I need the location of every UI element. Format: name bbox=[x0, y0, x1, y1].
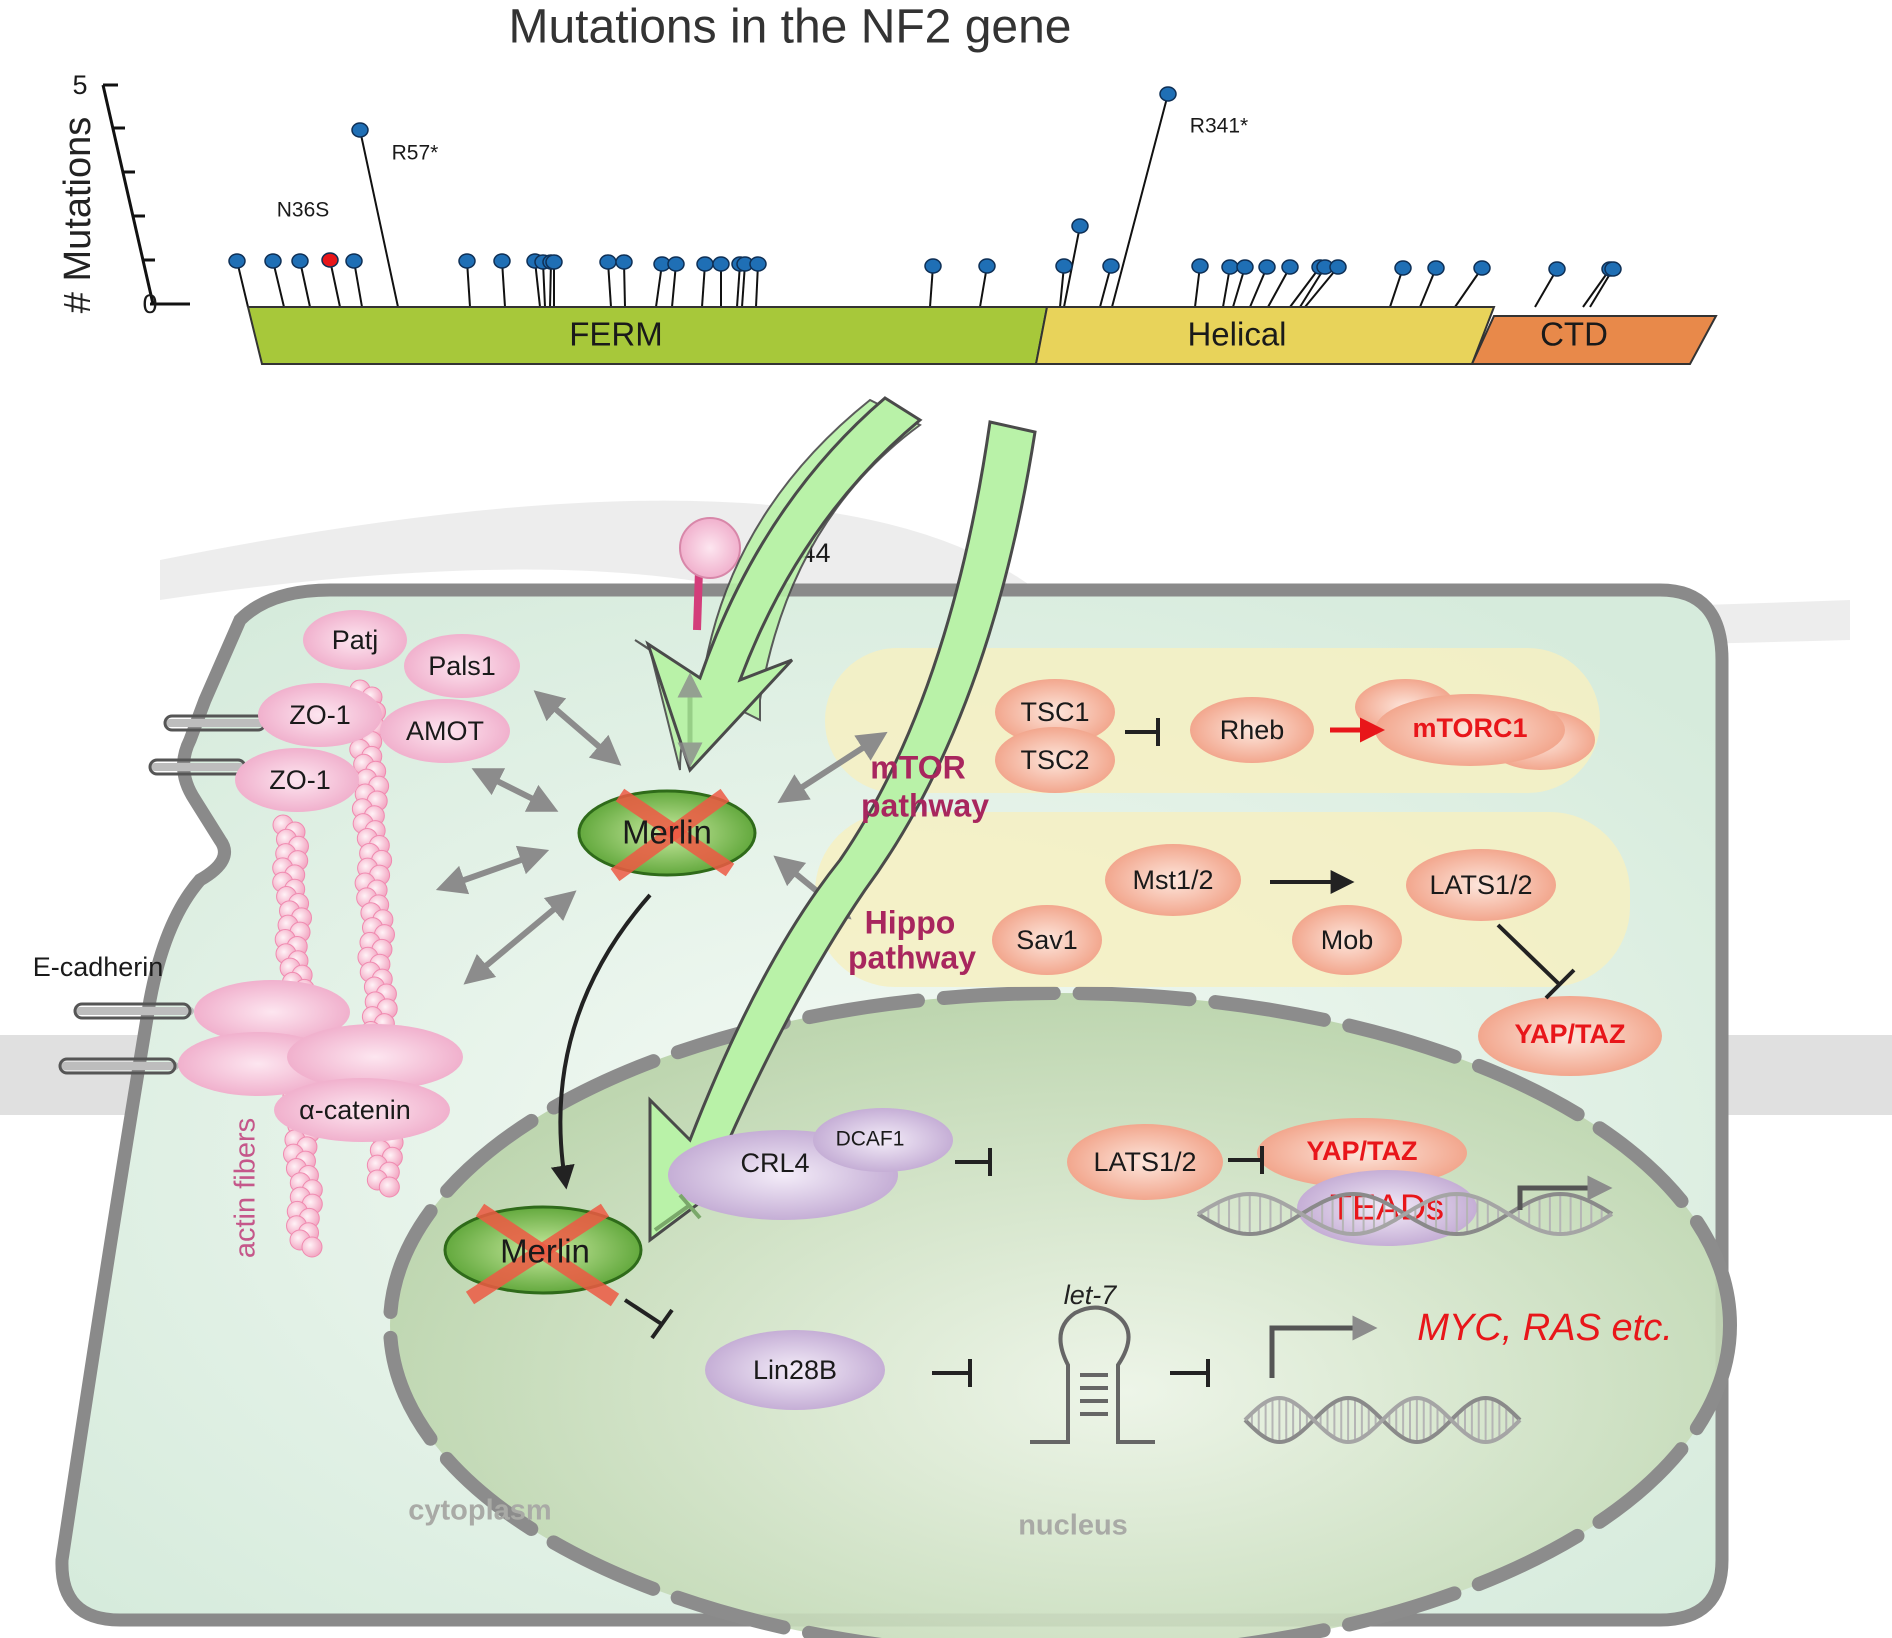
lats12-nuc-protein bbox=[1067, 1124, 1223, 1200]
alpha-catenin-protein bbox=[274, 1078, 450, 1142]
beta-catenin-protein bbox=[287, 1024, 463, 1090]
amot-protein bbox=[380, 699, 510, 763]
merlin-translocation-arrow bbox=[550, 893, 652, 1190]
merlin-cyto-label: Merlin bbox=[622, 814, 712, 851]
tsc2-protein bbox=[995, 727, 1115, 793]
label-n36s: N36S bbox=[277, 199, 330, 222]
merlin-nuc-label: Merlin bbox=[500, 1233, 590, 1270]
y-min-label: 0 bbox=[142, 289, 157, 319]
mst12-label: Mst1/2 bbox=[1132, 865, 1213, 895]
membrane-stubs bbox=[61, 719, 269, 1070]
lin28b-protein bbox=[705, 1330, 885, 1410]
nucleus-label: nucleus bbox=[1018, 1510, 1128, 1542]
dcaf1-protein bbox=[813, 1108, 953, 1172]
e-cadherin-label: E-cadherin bbox=[33, 952, 164, 982]
tsc2-label: TSC2 bbox=[1020, 745, 1089, 775]
mob-protein bbox=[1292, 905, 1402, 975]
tsc1-protein bbox=[995, 679, 1115, 745]
y-max-label: 5 bbox=[72, 70, 87, 100]
tsc-rheb-inhibition bbox=[1125, 718, 1160, 746]
cd44-head bbox=[679, 517, 741, 579]
cd44-stalk bbox=[693, 569, 703, 631]
amot-label: AMOT bbox=[406, 716, 484, 746]
cytoplasm-label: cytoplasm bbox=[408, 1495, 551, 1527]
let7-hairpin bbox=[1030, 1305, 1155, 1444]
alpha-catenin-label: α-catenin bbox=[299, 1095, 411, 1125]
lats12-nuc-label: LATS1/2 bbox=[1093, 1147, 1196, 1177]
label-r57: R57* bbox=[392, 142, 439, 165]
domain-bar bbox=[246, 306, 1718, 365]
crl4-label: CRL4 bbox=[740, 1148, 809, 1178]
teads-transcription-arrow bbox=[1517, 1175, 1613, 1210]
domain-ferm-label: FERM bbox=[569, 316, 663, 353]
patj-label: Patj bbox=[332, 625, 379, 655]
patj-protein bbox=[303, 610, 407, 670]
green-arrow-left-shape bbox=[645, 396, 923, 773]
label-r341: R341* bbox=[1190, 115, 1248, 138]
yaptaz-nuc-protein bbox=[1257, 1118, 1467, 1188]
mst12-protein bbox=[1105, 844, 1241, 916]
sav1-protein bbox=[992, 905, 1102, 975]
nuclear-envelope bbox=[383, 986, 1737, 1638]
lats-yap-inhibition bbox=[1496, 923, 1576, 1000]
figure-title: Mutations in the NF2 gene bbox=[509, 1, 1072, 54]
mob-label: Mob bbox=[1321, 925, 1374, 955]
hippo-pathway-label-2: pathway bbox=[848, 939, 976, 975]
y-axis-label: # Mutations bbox=[57, 117, 99, 313]
yaptaz-cyto-protein bbox=[1478, 996, 1662, 1076]
yaptaz-cyto-label: YAP/TAZ bbox=[1514, 1019, 1625, 1049]
lats12-cyto-protein bbox=[1406, 849, 1556, 921]
lin28b-label: Lin28B bbox=[753, 1355, 837, 1385]
lollipop-markers bbox=[228, 86, 1622, 308]
rheb-protein bbox=[1190, 697, 1314, 763]
rheb-label: Rheb bbox=[1220, 715, 1285, 745]
pals1-protein bbox=[404, 634, 520, 698]
yaptaz-nuc-label: YAP/TAZ bbox=[1306, 1136, 1417, 1166]
merlin-cytoplasm bbox=[577, 788, 757, 882]
myc-transcription-arrow bbox=[1269, 1315, 1378, 1378]
dna-helix-lower bbox=[1243, 1395, 1522, 1445]
sav1-label: Sav1 bbox=[1016, 925, 1078, 955]
tsc1-label: TSC1 bbox=[1020, 697, 1089, 727]
pals1-label: Pals1 bbox=[428, 651, 496, 681]
domain-helical-label: Helical bbox=[1187, 316, 1286, 353]
e-cadherin-protein bbox=[194, 980, 350, 1044]
mtor-pathway-label-2: pathway bbox=[861, 787, 989, 823]
dcaf1-label: DCAF1 bbox=[836, 1128, 905, 1151]
dna-helix-upper bbox=[1196, 1191, 1614, 1237]
let7-label: let-7 bbox=[1064, 1280, 1118, 1310]
interaction-arrows bbox=[435, 690, 888, 985]
hippo-pathway-label-1: Hippo bbox=[865, 904, 956, 940]
domain-ctd-label: CTD bbox=[1540, 316, 1608, 353]
y-axis bbox=[101, 83, 190, 306]
domain-ctd bbox=[1470, 315, 1718, 365]
myc-ras-label: MYC, RAS etc. bbox=[1417, 1307, 1673, 1349]
zo1-protein-a bbox=[258, 683, 382, 747]
mtorc1-label: mTORC1 bbox=[1412, 713, 1527, 743]
zo1-protein-b bbox=[235, 748, 359, 812]
actin-fibers-label: actin fibers bbox=[230, 1118, 262, 1258]
merlin-nucleus bbox=[443, 1203, 643, 1307]
nuclear-inhibitions bbox=[623, 1146, 1264, 1387]
zo1-label-b: ZO-1 bbox=[269, 765, 331, 795]
lats12-cyto-label: LATS1/2 bbox=[1429, 870, 1532, 900]
zo1-label-a: ZO-1 bbox=[289, 700, 351, 730]
mtor-pathway-label-1: mTOR bbox=[870, 749, 965, 785]
